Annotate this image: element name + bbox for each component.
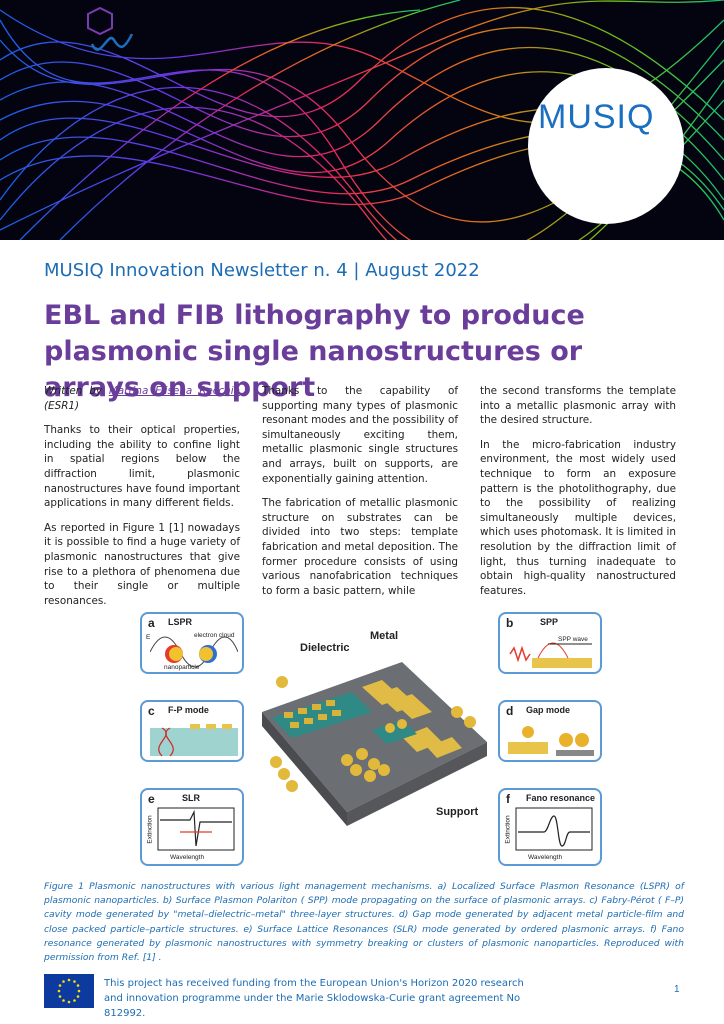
- logo-wave-icon: [87, 6, 134, 51]
- light-waves-graphic: [0, 0, 724, 240]
- panel-c-fp-mode: c F-P mode: [140, 700, 244, 762]
- panel-letter: d: [506, 704, 514, 718]
- panel-e-slr: e SLR Wavelength Extinction: [140, 788, 244, 866]
- musiq-logo-circle: [528, 68, 684, 224]
- panel-a-lspr: a LSPR electron cloud nanoparticle E: [140, 612, 244, 674]
- text-column-3: the second transforms the template into …: [480, 384, 676, 608]
- eu-stars-icon: [57, 978, 81, 1004]
- support-label: Support: [436, 806, 479, 818]
- panel-title: Gap mode: [526, 705, 571, 715]
- panel-letter: a: [148, 616, 155, 630]
- figure-caption: Figure 1 Plasmonic nanostructures with v…: [44, 881, 684, 964]
- paragraph: In the micro-fabrication industry enviro…: [480, 438, 676, 597]
- gap-mode-diagram: [508, 726, 594, 756]
- article-title: EBL and FIB lithography to produce plasm…: [44, 300, 585, 403]
- musiq-logo-text: MUSIQ: [538, 98, 655, 136]
- panel-title: SPP: [540, 617, 559, 627]
- funding-statement: This project has received funding from t…: [104, 978, 524, 1019]
- slr-spectrum-plot: [157, 807, 235, 851]
- newsletter-title: MUSIQ Innovation Newsletter n. 4 | Augus…: [44, 260, 480, 281]
- panel-note: E: [146, 634, 151, 641]
- axis-label: Wavelength: [170, 854, 205, 861]
- paragraph: As reported in Figure 1 [1] nowadays it …: [44, 521, 240, 607]
- panel-title: Fano resonance: [526, 793, 596, 803]
- panel-title: SLR: [182, 793, 200, 803]
- plasmonic-support-illustration: [262, 662, 487, 826]
- panel-title: LSPR: [168, 617, 193, 627]
- axis-label: Extinction: [146, 815, 154, 844]
- fp-mode-diagram: [150, 724, 238, 757]
- panel-letter: e: [148, 792, 155, 806]
- panel-b-spp: b SPP SPP wave: [498, 612, 602, 674]
- panel-letter: f: [506, 792, 510, 806]
- text-column-1: Written by Martina Elisena Recchia (ESR1…: [44, 384, 240, 618]
- page-number: 1: [674, 984, 680, 995]
- byline-prefix: Written by: [44, 385, 109, 397]
- header-banner: MUSIQ: [0, 0, 724, 240]
- eu-flag-icon: [44, 974, 94, 1008]
- fano-spectrum-plot: [515, 807, 593, 851]
- dielectric-label: Dielectric: [300, 642, 350, 654]
- panel-letter: c: [148, 704, 155, 718]
- axis-label: Extinction: [504, 815, 512, 844]
- metal-label: Metal: [370, 630, 399, 642]
- spp-diagram: [509, 642, 592, 668]
- panel-f-fano-resonance: f Fano resonance Wavelength Extinction: [498, 788, 602, 866]
- text-column-2: Thanks to the capability of supporting m…: [262, 384, 458, 608]
- figure-1: Metal Dielectric Support a LSPR electron…: [140, 612, 602, 868]
- lspr-diagram: [150, 636, 238, 668]
- paragraph: The fabrication of metallic plasmonic st…: [262, 497, 458, 597]
- panel-letter: b: [506, 616, 514, 630]
- axis-label: Wavelength: [528, 854, 563, 861]
- panel-note: SPP wave: [558, 636, 588, 643]
- paragraph: Thanks to the capability of supporting m…: [262, 385, 458, 485]
- byline-suffix: (ESR1): [44, 399, 80, 412]
- byline: Written by Martina Elisena Recchia (ESR1…: [44, 384, 240, 413]
- panel-note: electron cloud: [194, 632, 235, 639]
- paragraph: the second transforms the template into …: [480, 385, 676, 427]
- panel-note: nanoparticle: [164, 664, 200, 671]
- paragraph: Thanks to their optical properties, incl…: [44, 424, 240, 510]
- panel-title: F-P mode: [168, 705, 209, 715]
- panel-d-gap-mode: d Gap mode: [498, 700, 602, 762]
- author-link[interactable]: Martina Elisena Recchia: [108, 385, 240, 397]
